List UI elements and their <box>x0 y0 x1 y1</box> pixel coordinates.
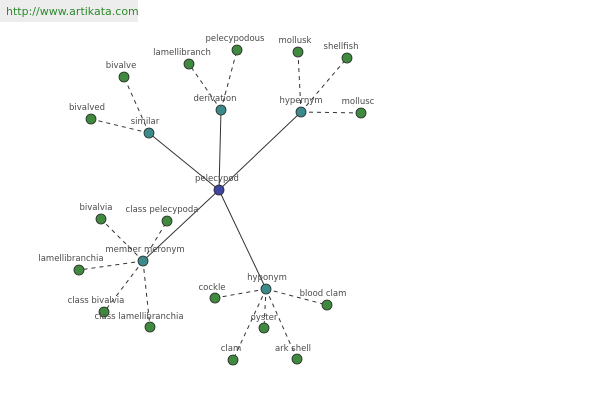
leaf-node-mollusc[interactable] <box>355 107 367 119</box>
leaf-node-ark-shell[interactable] <box>291 353 303 365</box>
leaf-node-cockle[interactable] <box>209 292 221 304</box>
leaf-node-pelecypodous[interactable] <box>231 44 243 56</box>
leaf-node-shellfish[interactable] <box>341 52 353 64</box>
edge-member-meronym-class-pelecypoda <box>142 220 168 262</box>
edge-hyponym-blood-clam <box>265 288 328 306</box>
node-label-clam[interactable]: clam <box>221 344 242 354</box>
edge-derivation-lamellibranch <box>188 63 222 111</box>
edge-member-meronym-bivalvia <box>100 218 144 262</box>
graph-nodes <box>73 44 367 366</box>
node-label-hypernym[interactable]: hypernym <box>279 96 322 106</box>
node-label-class-pelecypoda[interactable]: class pelecypoda <box>126 205 199 215</box>
edge-pelecypod-derivation <box>218 109 222 191</box>
relation-node-hypernym[interactable] <box>295 106 307 118</box>
edge-hypernym-mollusc <box>300 111 362 114</box>
edge-pelecypod-hypernym <box>218 111 302 191</box>
edge-derivation-pelecypodous <box>220 49 238 111</box>
leaf-node-oyster[interactable] <box>258 322 270 334</box>
node-label-mollusk[interactable]: mollusk <box>279 36 312 46</box>
relation-node-hyponym[interactable] <box>260 283 272 295</box>
leaf-node-clam[interactable] <box>227 354 239 366</box>
edge-hypernym-mollusk <box>297 51 302 113</box>
node-label-bivalvia[interactable]: bivalvia <box>80 203 113 213</box>
edge-hyponym-oyster <box>263 288 267 329</box>
node-label-shellfish[interactable]: shellfish <box>324 42 359 52</box>
edge-member-meronym-lamellibranchia <box>78 260 144 271</box>
relation-node-derivation[interactable] <box>215 104 227 116</box>
node-label-hyponym[interactable]: hyponym <box>247 273 287 283</box>
leaf-node-class-pelecypoda[interactable] <box>161 215 173 227</box>
node-label-derivation[interactable]: derivation <box>193 94 236 104</box>
leaf-node-class-lamellibranchia[interactable] <box>144 321 156 333</box>
relation-node-similar[interactable] <box>143 127 155 139</box>
node-label-bivalve[interactable]: bivalve <box>106 61 137 71</box>
leaf-node-bivalve[interactable] <box>118 71 130 83</box>
leaf-node-bivalvia[interactable] <box>95 213 107 225</box>
node-label-class-bivalvia[interactable]: class bivalvia <box>68 296 125 306</box>
url-banner: http://www.artikata.com <box>0 0 139 22</box>
leaf-node-blood-clam[interactable] <box>321 299 333 311</box>
node-label-pelecypod[interactable]: pelecypod <box>195 174 239 184</box>
node-label-ark-shell[interactable]: ark shell <box>275 344 311 354</box>
edge-pelecypod-similar <box>148 132 220 191</box>
node-label-mollusc[interactable]: mollusc <box>342 97 375 107</box>
edge-member-meronym-class-lamellibranchia <box>142 260 151 328</box>
edge-hyponym-cockle <box>214 288 267 299</box>
node-label-cockle[interactable]: cockle <box>198 283 225 293</box>
node-label-lamellibranchia[interactable]: lamellibranchia <box>38 254 103 264</box>
site-url[interactable]: http://www.artikata.com <box>6 4 139 18</box>
graph-edges <box>78 49 362 361</box>
node-label-oyster[interactable]: oyster <box>251 313 278 323</box>
edge-member-meronym-class-bivalvia <box>103 260 144 313</box>
edge-pelecypod-hyponym <box>218 189 267 290</box>
node-label-similar[interactable]: similar <box>131 117 160 127</box>
edge-similar-bivalved <box>90 118 150 134</box>
leaf-node-lamellibranch[interactable] <box>183 58 195 70</box>
relation-node-member-meronym[interactable] <box>137 255 149 267</box>
node-label-pelecypodous[interactable]: pelecypodous <box>206 34 265 44</box>
edge-pelecypod-member-meronym <box>142 189 220 262</box>
edge-hypernym-shellfish <box>300 57 348 113</box>
leaf-node-lamellibranchia[interactable] <box>73 264 85 276</box>
center-node-pelecypod[interactable] <box>213 184 225 196</box>
node-label-bivalved[interactable]: bivalved <box>69 103 105 113</box>
node-label-member-meronym[interactable]: member meronym <box>105 245 184 255</box>
leaf-node-class-bivalvia[interactable] <box>98 306 110 318</box>
leaf-node-mollusk[interactable] <box>292 46 304 58</box>
leaf-node-bivalved[interactable] <box>85 113 97 125</box>
node-label-blood-clam[interactable]: blood clam <box>300 289 347 299</box>
node-label-class-lamellibranchia[interactable]: class lamellibranchia <box>94 312 183 322</box>
graph-labels: pelecypod similar derivation hypernym member… <box>38 34 374 354</box>
edge-similar-bivalve <box>123 76 150 134</box>
edge-hyponym-clam <box>232 288 267 361</box>
node-label-lamellibranch[interactable]: lamellibranch <box>153 48 211 58</box>
